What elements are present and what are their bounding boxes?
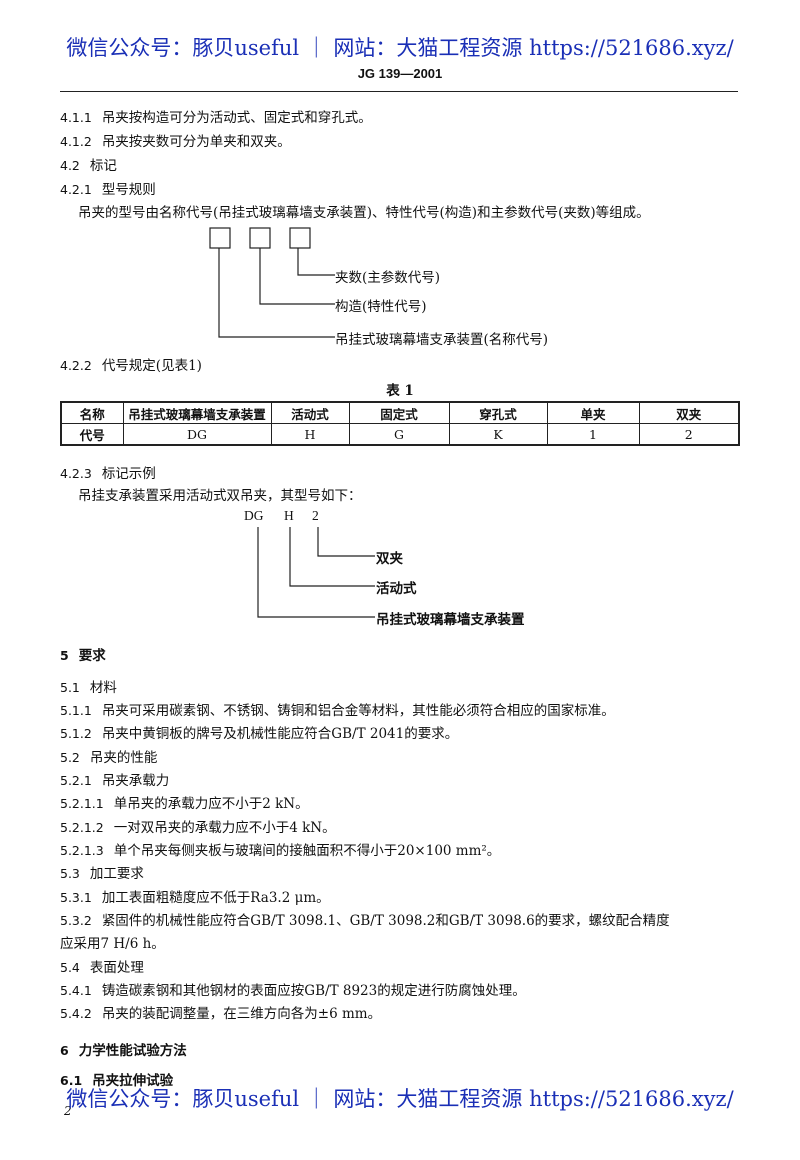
diagram1-label-name-code: 吊挂式玻璃幕墙支承装置(名称代号) (335, 332, 549, 348)
standard-code-header: JG 139—2001 (357, 66, 443, 81)
clause-4-2-1-body: 吊夹的型号由名称代号(吊挂式玻璃幕墙支承装置)、特性代号(构造)和主参数代号(夹… (78, 205, 650, 221)
table-header-cell: 穿孔式 (448, 401, 548, 424)
diagram1-label-clip-count: 夹数(主参数代号) (335, 270, 441, 286)
table-header-row: 名称 吊挂式玻璃幕墙支承装置 活动式 固定式 穿孔式 单夹 双夹 (60, 401, 740, 424)
example-code-h: H (284, 508, 294, 523)
clause-5-3-2-cont: 应采用7 H/6 h。 (60, 936, 165, 952)
table-header-cell: 吊挂式玻璃幕墙支承装置 (122, 401, 272, 424)
page-number: 2 (64, 1104, 72, 1118)
diagram2-label-device: 吊挂式玻璃幕墙支承装置 (376, 612, 525, 628)
diagram2-label-movable: 活动式 (376, 581, 417, 597)
watermark-top: 微信公众号：豚贝useful ｜ 网站：大猫工程资源 https://52168… (66, 36, 734, 60)
example-code-dg: DG (244, 508, 264, 523)
table-header-cell: 固定式 (348, 401, 450, 424)
table-cell: DG (122, 423, 272, 446)
code-table: 名称 吊挂式玻璃幕墙支承装置 活动式 固定式 穿孔式 单夹 双夹 代号 DG H… (60, 401, 740, 446)
diagram1-label-structure: 构造(特性代号) (335, 299, 427, 315)
table-row: 代号 DG H G K 1 2 (60, 423, 740, 446)
example-code-2: 2 (312, 508, 319, 523)
table-header-cell: 活动式 (270, 401, 350, 424)
table-cell: 代号 (60, 423, 124, 446)
table-cell: 2 (638, 423, 740, 446)
table-header-cell: 单夹 (546, 401, 640, 424)
clause-4-2-3-body: 吊挂支承装置采用活动式双吊夹，其型号如下： (78, 488, 362, 504)
watermark-bottom: 微信公众号：豚贝useful ｜ 网站：大猫工程资源 https://52168… (66, 1087, 734, 1111)
table-header-cell: 双夹 (638, 401, 740, 424)
param-code-box (289, 227, 311, 249)
header-rule (60, 91, 738, 92)
table-caption: 表 1 (386, 383, 414, 399)
name-code-box (209, 227, 231, 249)
diagram2-label-double: 双夹 (376, 551, 403, 567)
